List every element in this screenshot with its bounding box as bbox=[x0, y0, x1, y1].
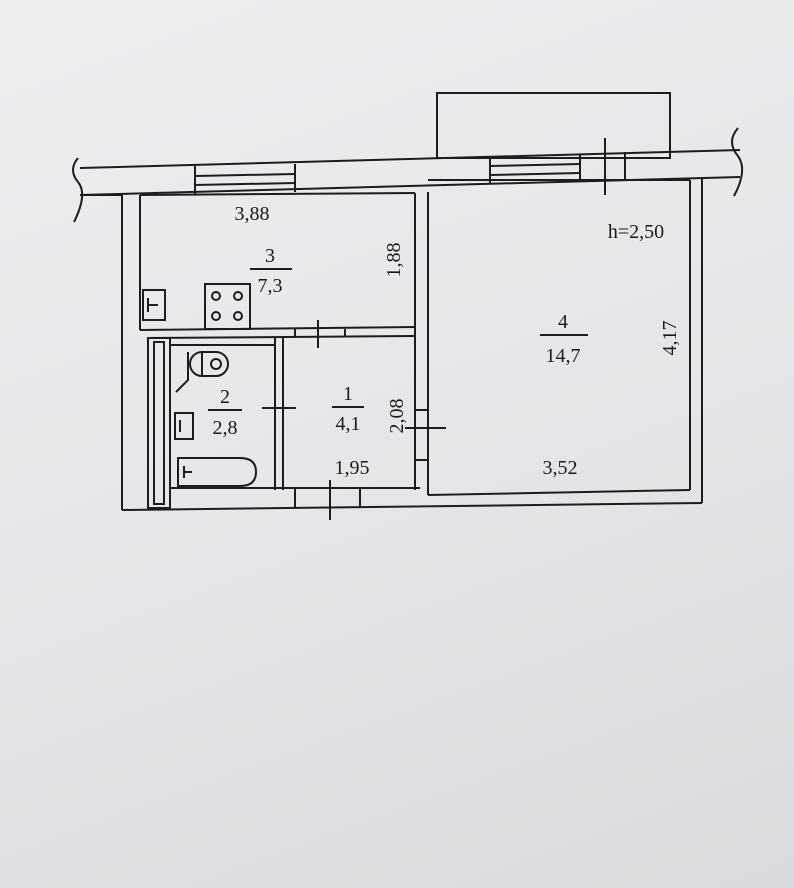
room-3-number: 3 bbox=[265, 245, 275, 267]
balcony bbox=[436, 92, 671, 159]
balcony-door bbox=[604, 138, 626, 195]
stove-icon bbox=[204, 283, 251, 330]
bathtub-icon bbox=[177, 457, 258, 487]
ceiling-height-label: h=2,50 bbox=[608, 221, 664, 243]
corridor-depth-label: 2,08 bbox=[386, 399, 408, 434]
room-2-number: 2 bbox=[220, 386, 230, 408]
corridor-width-label: 1,95 bbox=[335, 457, 370, 479]
room-depth-label: 4,17 bbox=[659, 321, 681, 356]
toilet-icon bbox=[175, 351, 229, 393]
room-3-area: 7,3 bbox=[258, 275, 283, 297]
room-4-number: 4 bbox=[558, 311, 568, 333]
exterior-wall-top bbox=[72, 127, 744, 223]
room-2-area: 2,8 bbox=[213, 417, 238, 439]
bathroom-walls bbox=[170, 338, 420, 490]
washbasin-icon bbox=[174, 412, 194, 440]
kitchen-window bbox=[194, 164, 296, 194]
room-1-number: 1 bbox=[343, 383, 353, 405]
partition-room bbox=[405, 179, 691, 496]
sink-icon bbox=[142, 289, 166, 321]
kitchen-depth-label: 1,88 bbox=[383, 243, 405, 278]
room-4-area: 14,7 bbox=[546, 345, 581, 367]
exterior-walls bbox=[121, 178, 703, 511]
kitchen-walls bbox=[139, 192, 416, 348]
entrance-door bbox=[294, 480, 361, 520]
kitchen-width-label: 3,88 bbox=[235, 203, 270, 225]
room-width-label: 3,52 bbox=[543, 457, 578, 479]
room-1-area: 4,1 bbox=[336, 413, 361, 435]
ventilation-shaft bbox=[147, 337, 171, 509]
